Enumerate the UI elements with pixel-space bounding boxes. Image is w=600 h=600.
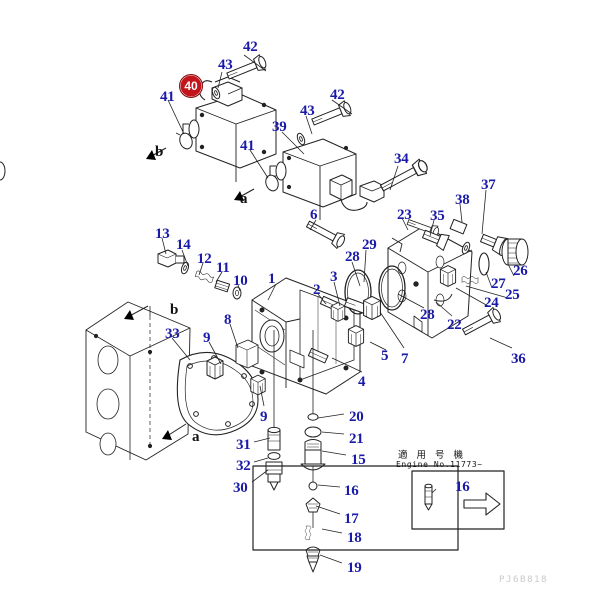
callout-number[interactable]: 14 (176, 237, 191, 253)
highlighted-part-badge[interactable]: 40 (179, 74, 203, 98)
section-mark-a-left: a (192, 429, 200, 445)
callout-number[interactable]: 33 (165, 326, 180, 342)
secondary-valve-column (265, 330, 283, 491)
callout-number[interactable]: 4 (358, 374, 366, 390)
callout-number[interactable]: 8 (224, 312, 232, 328)
callout-number[interactable]: 43 (300, 103, 315, 119)
callout-number[interactable]: 39 (272, 119, 287, 135)
callout-number[interactable]: 3 (330, 269, 338, 285)
drawing-code: PJ6B818 (499, 575, 549, 585)
callout-number[interactable]: 41 (160, 89, 175, 105)
callout-number[interactable]: 9 (203, 330, 211, 346)
callout-number[interactable]: 23 (397, 207, 412, 223)
callout-number[interactable]: 29 (362, 237, 377, 253)
callout-number[interactable]: 21 (349, 431, 364, 447)
callout-number[interactable]: 28 (420, 307, 435, 323)
note-box-en-title: Engine No.11773~ (396, 460, 483, 469)
callout-number[interactable]: 36 (511, 351, 526, 367)
callout-number[interactable]: 7 (401, 351, 409, 367)
callout-number[interactable]: 37 (481, 177, 496, 193)
callout-number[interactable]: 25 (505, 287, 520, 303)
callout-number[interactable]: 27 (491, 276, 506, 292)
callout-number[interactable]: 42 (243, 39, 258, 55)
callout-number[interactable]: 28 (345, 249, 360, 265)
callout-number[interactable]: 19 (347, 560, 362, 576)
callout-number[interactable]: 24 (484, 295, 499, 311)
solenoid-assembly-b (146, 76, 277, 182)
callout-number[interactable]: 34 (394, 151, 409, 167)
callout-number[interactable]: 13 (155, 226, 170, 242)
callout-number[interactable]: 6 (310, 207, 318, 223)
section-mark-b-top: b (155, 144, 164, 160)
callout-number[interactable]: 15 (351, 452, 366, 468)
callout-number[interactable]: 31 (236, 437, 251, 453)
note-box-jp-title: 適 用 号 機 (398, 450, 467, 461)
callout-number[interactable]: 42 (330, 87, 345, 103)
callout-number[interactable]: 16 (344, 483, 359, 499)
rear-flange-plate (387, 225, 473, 339)
note-box-item-number: 16 (455, 479, 470, 495)
callout-number[interactable]: 41 (240, 138, 255, 154)
callout-number[interactable]: 32 (236, 458, 251, 474)
callout-number[interactable]: 5 (381, 348, 389, 364)
callout-number[interactable]: 43 (218, 57, 233, 73)
callout-number[interactable]: 1 (268, 271, 276, 287)
callout-number[interactable]: 22 (447, 317, 462, 333)
pump-body-main (251, 277, 361, 395)
callout-number[interactable]: 10 (233, 273, 248, 289)
section-mark-a-top: a (240, 191, 248, 207)
callout-number[interactable]: 35 (430, 208, 445, 224)
callout-number[interactable]: 12 (197, 251, 212, 267)
callout-number[interactable]: 11 (216, 260, 230, 276)
left-housing-reference (85, 301, 191, 461)
callout-number[interactable]: 2 (313, 282, 321, 298)
callout-number[interactable]: 17 (344, 511, 359, 527)
solenoid-assembly-a (0, 138, 385, 220)
callout-number[interactable]: 20 (349, 409, 364, 425)
callout-number[interactable]: 9 (260, 409, 268, 425)
callout-number[interactable]: 38 (455, 192, 470, 208)
callout-number[interactable]: 30 (233, 480, 248, 496)
callout-number[interactable]: 26 (513, 263, 528, 279)
section-mark-b-left: b (170, 302, 179, 318)
gasket-33 (176, 351, 259, 436)
callout-number[interactable]: 18 (347, 530, 362, 546)
